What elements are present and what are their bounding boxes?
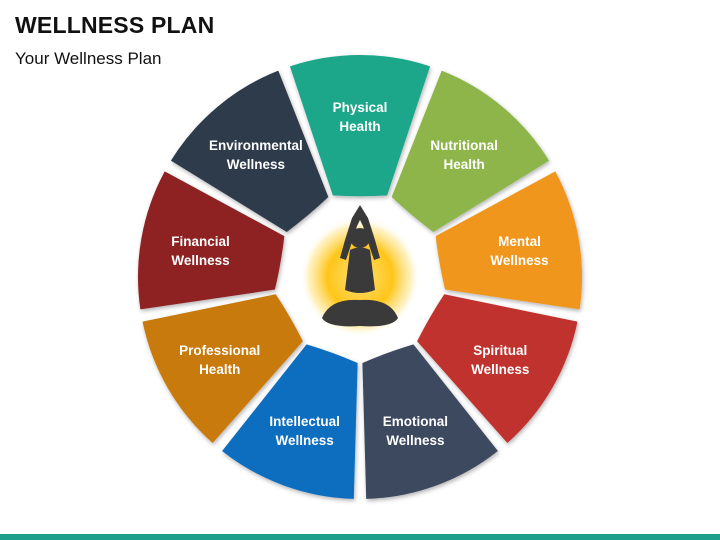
segment-shape-intellectual-wellness — [222, 344, 358, 499]
segment-shape-nutritional-health — [391, 70, 550, 232]
segment-shape-emotional-wellness — [362, 344, 498, 499]
bottom-accent-bar — [0, 534, 720, 540]
center-emblem — [300, 205, 420, 337]
segment-shape-mental-wellness — [435, 171, 583, 310]
segment-shape-spiritual-wellness — [417, 294, 578, 444]
page-title: WELLNESS PLAN — [15, 12, 215, 38]
segment-shape-environmental-wellness — [170, 70, 329, 232]
page-subtitle: Your Wellness Plan — [15, 49, 162, 68]
segment-shape-professional-health — [142, 294, 303, 444]
segment-shape-physical-health — [289, 55, 431, 197]
segment-shape-financial-wellness — [137, 171, 285, 310]
meditation-figure-icon — [322, 205, 398, 327]
